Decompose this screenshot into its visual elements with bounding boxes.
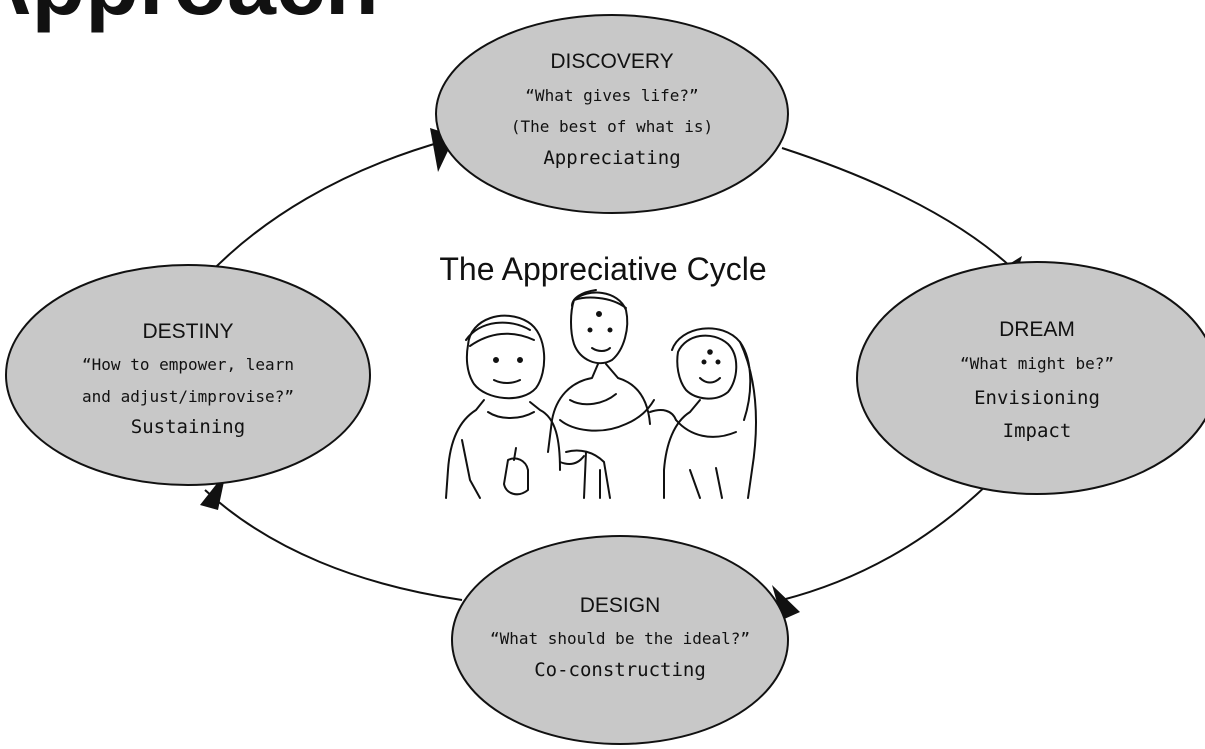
people-illustration (445, 289, 757, 499)
dream-label: DREAM (999, 318, 1075, 341)
arc-dream-to-design (781, 481, 991, 601)
destiny-question-line1: “How to empower, learn (82, 355, 294, 374)
stage-design: DESIGN “What should be the ideal?” Co-co… (451, 535, 789, 745)
arc-destiny-to-discovery (204, 139, 449, 279)
destiny-action: Sustaining (131, 416, 245, 438)
dream-question: “What might be?” (960, 354, 1114, 373)
stage-dream: DREAM “What might be?” Envisioning Impac… (856, 261, 1205, 495)
design-action: Co-constructing (534, 659, 706, 681)
design-question: “What should be the ideal?” (490, 629, 750, 648)
destiny-label: DESTINY (142, 320, 233, 343)
arrowhead-to-design (772, 585, 800, 620)
discovery-subtitle: (The best of what is) (511, 117, 713, 136)
center-woman-figure (547, 289, 655, 499)
destiny-question-line2: and adjust/improvise?” (82, 387, 294, 406)
discovery-label: DISCOVERY (550, 50, 673, 73)
arc-design-to-destiny (204, 489, 463, 601)
discovery-action: Appreciating (543, 147, 680, 169)
design-label: DESIGN (580, 594, 661, 617)
discovery-question: “What gives life?” (525, 86, 698, 105)
dream-action-impact: Impact (1003, 420, 1072, 442)
dream-action-envisioning: Envisioning (974, 387, 1100, 409)
right-woman-figure (649, 327, 757, 499)
man-figure (445, 314, 561, 499)
stage-discovery: DISCOVERY “What gives life?” (The best o… (435, 14, 789, 214)
stage-destiny: DESTINY “How to empower, learn and adjus… (5, 264, 371, 486)
cycle-title: The Appreciative Cycle (439, 251, 766, 287)
header-title: Approach (0, 0, 379, 33)
arc-discovery-to-dream (781, 147, 1013, 269)
